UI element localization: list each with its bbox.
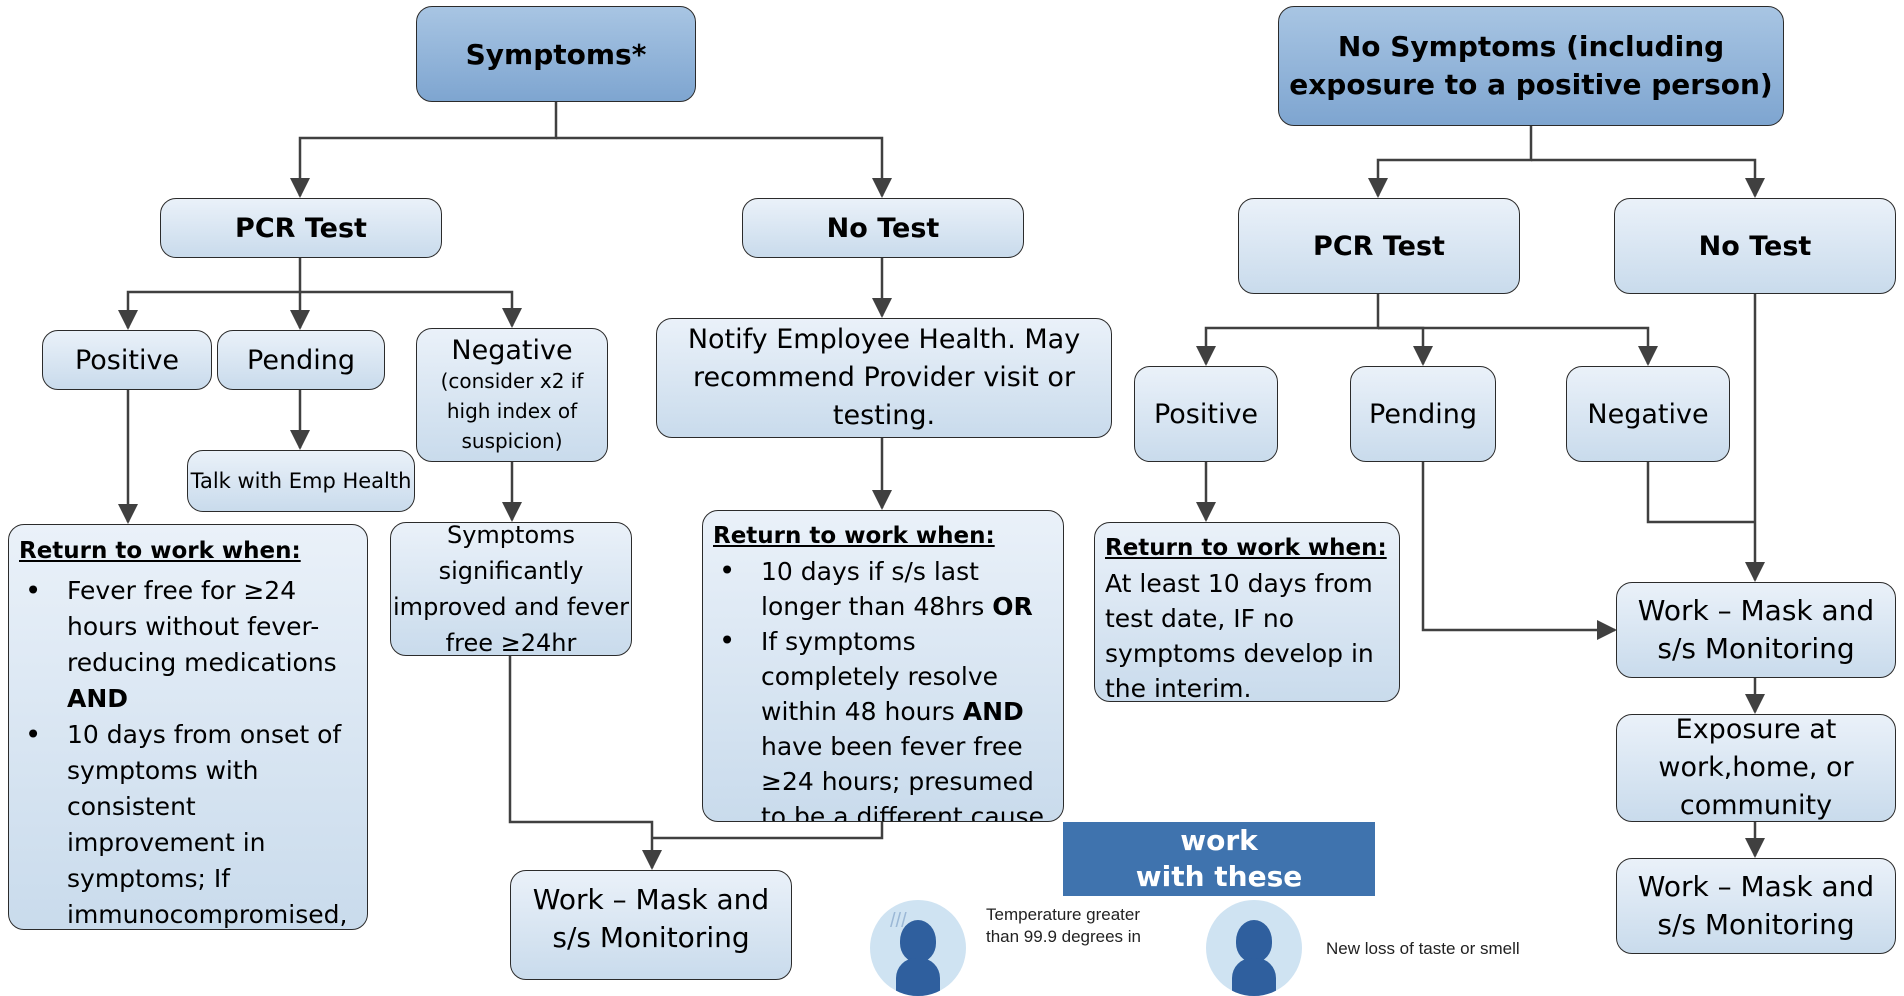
work-mask-node-left: Work – Mask and s/s Monitoring	[510, 870, 792, 980]
work-mask-node-right-2: Work – Mask and s/s Monitoring	[1616, 858, 1896, 954]
negative-node-right: Negative	[1566, 366, 1730, 462]
positive-node-left: Positive	[42, 330, 212, 390]
rtw-heading: Return to work when:	[1105, 535, 1387, 561]
no-test-node-left: No Test	[742, 198, 1024, 258]
rtw-notest-list: 10 days if s/s last longer than 48hrs OR…	[713, 554, 1053, 821]
symptoms-improved-label: Symptoms significantly improved and feve…	[393, 522, 629, 656]
symptoms-label: Symptoms*	[465, 37, 647, 71]
rtw-positive-list: Fever free for ≥24 hours without fever-r…	[19, 573, 357, 929]
positive-label: Positive	[74, 344, 180, 376]
work-mask-node-right-1: Work – Mask and s/s Monitoring	[1616, 582, 1896, 678]
rtw-notest-node: Return to work when: 10 days if s/s last…	[702, 510, 1064, 822]
exposure-node: Exposure at work,home, or community	[1616, 714, 1896, 822]
symptom-temperature-text: Temperature greater than 99.9 degrees in	[986, 905, 1142, 946]
pcr-test-label: PCR Test	[235, 212, 367, 244]
pending-label: Pending	[247, 344, 355, 376]
negative-label: Negative	[451, 334, 573, 366]
symptom-taste-smell-text: New loss of taste or smell	[1326, 939, 1520, 958]
work-mask-label: Work – Mask and s/s Monitoring	[532, 883, 770, 954]
talk-emp-health-label: Talk with Emp Health	[190, 469, 412, 493]
negative-node-left: Negative (consider x2 if high index of s…	[416, 328, 608, 462]
rtw-heading: Return to work when:	[713, 523, 995, 549]
taste-smell-icon	[1206, 900, 1302, 996]
work-mask-label: Work – Mask and s/s Monitoring	[1637, 594, 1875, 665]
work-mask-label: Work – Mask and s/s Monitoring	[1637, 870, 1875, 941]
rtw-right-text: At least 10 days from test date, IF no s…	[1105, 569, 1374, 702]
no-test-label: No Test	[826, 212, 940, 244]
no-test-node-right: No Test	[1614, 198, 1896, 294]
rtw-positive-node: Return to work when: Fever free for ≥24 …	[8, 524, 368, 930]
pcr-test-node-right: PCR Test	[1238, 198, 1520, 294]
dont-come-banner: *Don’t come to work with these symptoms	[1063, 788, 1375, 929]
positive-label: Positive	[1153, 398, 1259, 430]
pcr-test-label: PCR Test	[1313, 230, 1445, 262]
negative-note: (consider x2 if high index of suspicion)	[440, 368, 584, 453]
no-symptoms-label: No Symptoms (including exposure to a pos…	[1289, 30, 1773, 101]
rtw-heading: Return to work when:	[19, 538, 301, 564]
pending-node-left: Pending	[217, 330, 385, 390]
symptoms-improved-node: Symptoms significantly improved and feve…	[390, 522, 632, 656]
no-test-label: No Test	[1698, 230, 1812, 262]
fever-icon: ///	[870, 900, 966, 996]
pcr-test-node-left: PCR Test	[160, 198, 442, 258]
rtw-right-node: Return to work when: At least 10 days fr…	[1094, 522, 1400, 702]
notify-label: Notify Employee Health. May recommend Pr…	[687, 324, 1081, 431]
rtw-notest-item-1: 10 days if s/s last longer than 48hrs OR	[713, 554, 1053, 624]
talk-emp-health-node: Talk with Emp Health	[187, 450, 415, 512]
positive-node-right: Positive	[1134, 366, 1278, 462]
rtw-notest-item-2: If symptoms completely resolve within 48…	[713, 624, 1053, 821]
banner-line-1: *Don’t come to work	[1100, 788, 1338, 857]
symptoms-node: Symptoms*	[416, 6, 696, 102]
notify-node: Notify Employee Health. May recommend Pr…	[656, 318, 1112, 438]
negative-label: Negative	[1587, 398, 1709, 430]
no-symptoms-node: No Symptoms (including exposure to a pos…	[1278, 6, 1784, 126]
connector-lines	[118, 101, 1765, 870]
rtw-positive-item-2: 10 days from onset of symptoms with cons…	[19, 717, 357, 929]
rtw-positive-item-1: Fever free for ≥24 hours without fever-r…	[19, 573, 357, 717]
pending-node-right: Pending	[1350, 366, 1496, 462]
exposure-label: Exposure at work,home, or community	[1658, 714, 1854, 821]
pending-label: Pending	[1369, 398, 1477, 430]
